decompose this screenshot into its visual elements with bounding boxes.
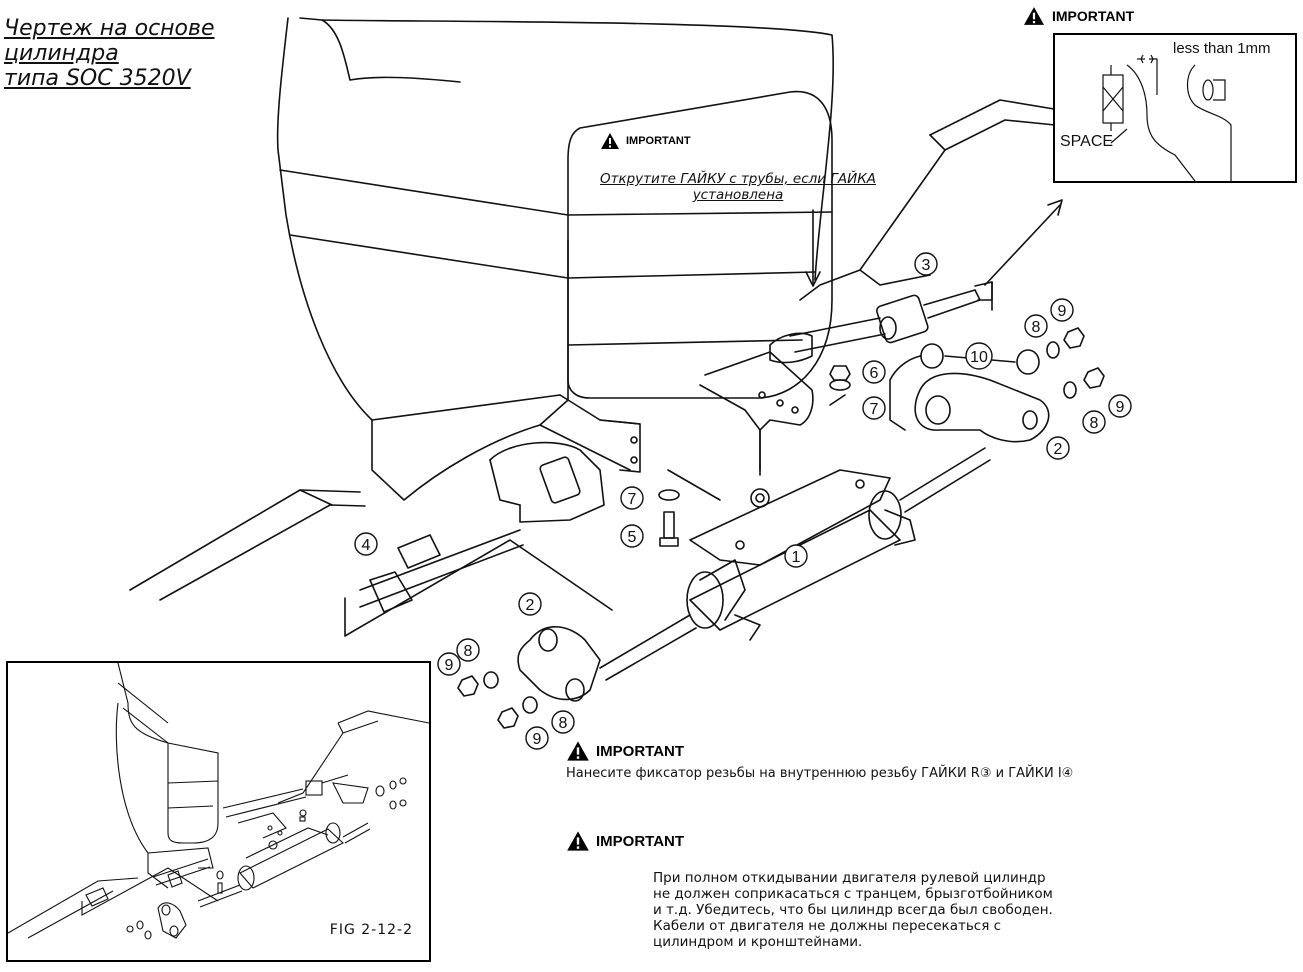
part-callout-circle: [518, 592, 542, 616]
part-callout-p8b: 8: [1082, 410, 1106, 434]
part-callout-number: 10: [970, 349, 988, 366]
part-callout-p7a: 7: [620, 486, 644, 510]
engine-cowling: [276, 17, 834, 523]
part-callout-number: 9: [445, 657, 454, 674]
drawing-title: Чертеж на основе цилиндра типа SOC 3520V: [4, 16, 215, 91]
part-callout-p2b: 2: [1046, 436, 1070, 460]
gap-detail-box: less than 1mm SPACE: [1053, 33, 1297, 183]
important-label: IMPORTANT: [1052, 8, 1135, 24]
steering-cylinder: [599, 447, 991, 681]
part-callout-number: 8: [1032, 319, 1041, 336]
hardware: [457, 327, 1105, 729]
part-callout-circle: [525, 726, 549, 750]
part-callout-number: 4: [362, 537, 371, 554]
part-callout-number: 8: [559, 715, 568, 732]
part-callout-p5: 5: [620, 524, 644, 548]
inset-figure: FIG 2-12-2: [6, 661, 431, 962]
part-callout-number: 1: [792, 549, 801, 566]
space-label: SPACE: [1060, 133, 1114, 150]
part-callout-circle: [551, 710, 575, 734]
important-label: IMPORTANT: [626, 135, 691, 147]
part-callout-p8d: 8: [551, 710, 575, 734]
warning-triangle-icon: [567, 831, 589, 851]
title-line-2: цилиндра: [4, 41, 119, 66]
part-callout-p4: 4: [354, 532, 378, 556]
part-callout-number: 2: [1054, 441, 1063, 458]
part-callout-circle: [456, 638, 480, 662]
warning-triangle-icon: [601, 133, 619, 149]
part-callout-number: 9: [533, 731, 542, 748]
transom-outline: [129, 99, 1061, 601]
part-callout-number: 9: [1058, 303, 1067, 320]
important-heading-detail: IMPORTANT: [1022, 6, 1134, 26]
gap-detail-drawing: [1102, 54, 1232, 182]
part-callout-p9d: 9: [525, 726, 549, 750]
part-callout-number: 8: [464, 643, 473, 660]
leader-arrows: [667, 199, 1063, 501]
part-callout-circle: [1050, 298, 1074, 322]
part-callout-number: 3: [922, 257, 931, 274]
part-callout-p6: 6: [862, 360, 886, 384]
part-callout-p9a: 9: [1050, 298, 1074, 322]
tie-bar-left: [517, 626, 601, 702]
inset-drawing: [8, 663, 429, 940]
tilt-tube-right: [769, 281, 993, 364]
part-callout-number: 2: [526, 597, 535, 614]
part-callout-circle: [784, 544, 808, 568]
title-line-3: типа SOC 3520V: [4, 66, 191, 91]
title-line-1: Чертеж на основе: [4, 16, 215, 41]
part-callout-circle: [1024, 314, 1048, 338]
part-callout-p3: 3: [914, 252, 938, 276]
part-callout-circle: [862, 360, 886, 384]
part-callout-number: 7: [628, 491, 637, 508]
part-callout-circle: [965, 342, 993, 370]
part-callout-p7b: 7: [862, 396, 886, 420]
part-callout-number: 9: [1116, 399, 1125, 416]
part-callout-circle: [1108, 394, 1132, 418]
important-heading-thread: IMPORTANT: [566, 740, 684, 762]
important-label: IMPORTANT: [596, 832, 685, 850]
part-callout-circle: [620, 524, 644, 548]
part-callout-p8a: 8: [1024, 314, 1048, 338]
part-callout-p8c: 8: [456, 638, 480, 662]
part-callout-number: 8: [1090, 415, 1099, 432]
gap-label: less than 1mm: [1173, 40, 1271, 57]
nut-removal-note: Открутите ГАЙКУ с трубы, если ГАЙКА уста…: [599, 171, 877, 203]
tie-bar-right: [914, 372, 1050, 443]
thread-locker-note: Нанесите фиксатор резьбы на внутреннюю р…: [566, 766, 1074, 781]
part-callout-number: 6: [870, 365, 879, 382]
warning-triangle-icon: [1024, 7, 1044, 25]
part-callout-number: 5: [628, 529, 637, 546]
important-label: IMPORTANT: [596, 742, 685, 760]
clearance-note: При полном откидывании двигателя рулевой…: [653, 870, 1053, 950]
part-callout-circle: [354, 532, 378, 556]
part-callout-p9b: 9: [1108, 394, 1132, 418]
part-callout-circle: [1046, 436, 1070, 460]
part-callout-circle: [620, 486, 644, 510]
part-callout-number: 7: [870, 401, 879, 418]
warning-triangle-icon: [567, 741, 589, 761]
part-callout-p10: 10: [965, 342, 993, 370]
part-callout-circle: [862, 396, 886, 420]
tilt-tube-left: [344, 456, 613, 637]
important-heading-nut: IMPORTANT: [600, 132, 691, 150]
important-heading-clearance: IMPORTANT: [566, 830, 684, 852]
part-callout-circle: [1082, 410, 1106, 434]
figure-label: FIG 2-12-2: [329, 922, 413, 938]
part-callout-p9c: 9: [437, 652, 461, 676]
part-callout-circle: [914, 252, 938, 276]
part-callout-p2a: 2: [518, 592, 542, 616]
part-callout-circle: [437, 652, 461, 676]
part-callout-p1: 1: [784, 544, 808, 568]
